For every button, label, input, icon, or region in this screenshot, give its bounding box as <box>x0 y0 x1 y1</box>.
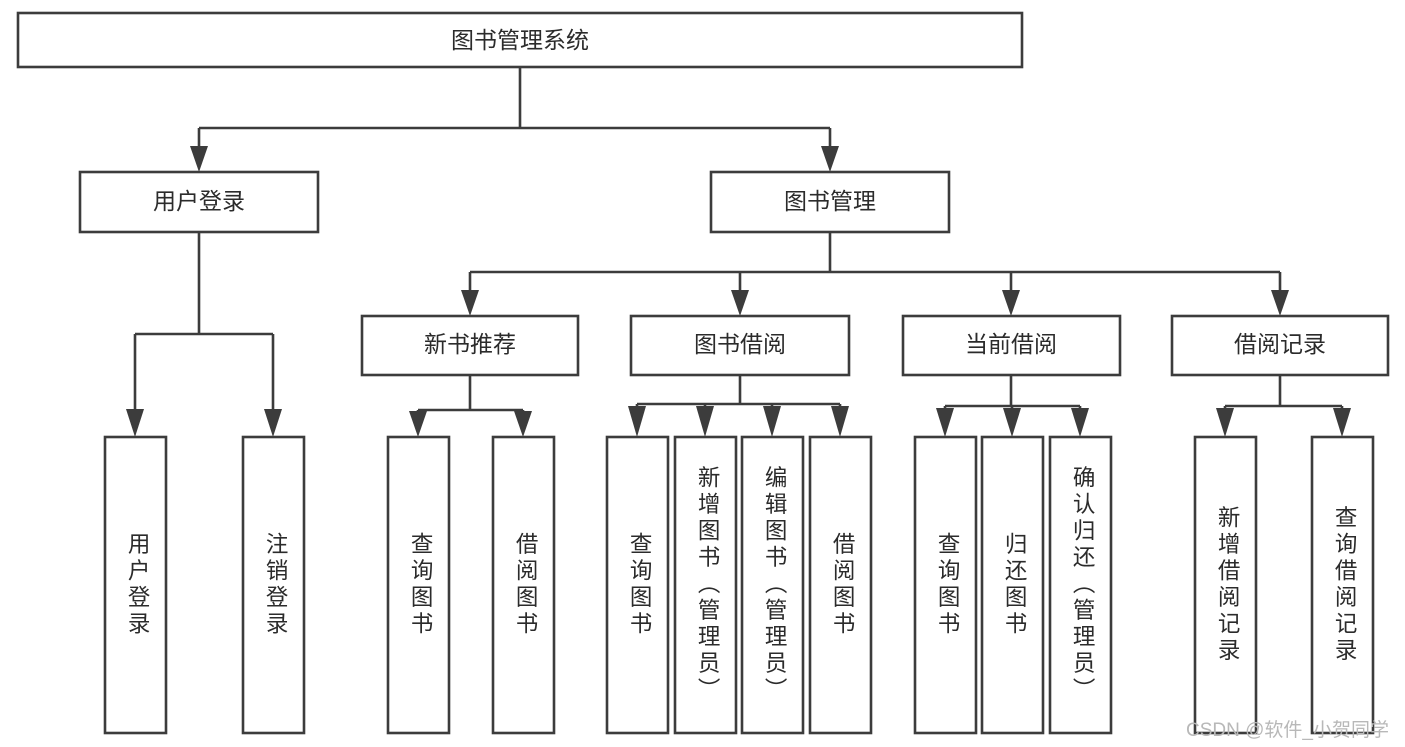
node-leaf-query-book-1-label: 查询图书 <box>408 532 433 638</box>
node-leaf-return-book-label: 归还图书 <box>1002 532 1027 638</box>
node-leaf-query-book-1-box[interactable] <box>386 435 451 735</box>
node-borrow-record[interactable]: 借阅记录 <box>1170 314 1390 377</box>
arrow-head-leaf-add-record <box>1216 408 1234 437</box>
node-leaf-confirm-return[interactable]: 确认归还（管理员） <box>1048 435 1113 735</box>
node-root-box[interactable] <box>16 11 1024 69</box>
arrow-head-leaf-add-book <box>696 406 714 437</box>
node-book-borrow-label: 图书借阅 <box>694 331 786 357</box>
node-new-book-recommend-label: 新书推荐 <box>424 331 516 357</box>
connector-group-book-manage <box>461 232 1289 316</box>
arrow-head-borrow-record <box>1271 290 1289 316</box>
node-book-manage-box[interactable] <box>709 170 951 234</box>
node-leaf-query-book-3[interactable]: 查询图书 <box>913 435 978 735</box>
node-leaf-user-login[interactable]: 用户登录 <box>103 435 168 735</box>
arrow-head-leaf-query-record <box>1333 408 1351 437</box>
node-leaf-add-book-box[interactable] <box>673 435 738 735</box>
node-leaf-borrow-book-1[interactable]: 借阅图书 <box>491 435 556 735</box>
node-leaf-add-record-label: 新增借阅记录 <box>1215 505 1240 664</box>
node-leaf-borrow-book-2-label: 借阅图书 <box>830 532 855 638</box>
arrow-head-leaf-query-book-2 <box>628 406 646 437</box>
arrow-head-leaf-query-book-3 <box>936 408 954 437</box>
connector-group-new-book-recommend <box>409 375 532 437</box>
node-new-book-recommend-box[interactable] <box>360 314 580 377</box>
node-leaf-add-record-box[interactable] <box>1193 435 1258 735</box>
arrow-head-user-login <box>190 146 208 172</box>
node-leaf-user-login-label: 用户登录 <box>125 532 150 638</box>
connector-group-borrow-record <box>1216 375 1351 437</box>
node-leaf-query-book-2-label: 查询图书 <box>627 532 652 638</box>
node-user-login-label: 用户登录 <box>153 188 245 214</box>
arrow-head-leaf-user-login <box>126 409 144 437</box>
node-book-borrow-box[interactable] <box>629 314 851 377</box>
arrow-head-leaf-borrow-book-1 <box>514 411 532 437</box>
connector-group-root <box>190 67 839 172</box>
node-leaf-edit-book-label: 编辑图书（管理员） <box>762 466 787 705</box>
node-borrow-record-box[interactable] <box>1170 314 1390 377</box>
arrow-head-leaf-user-logout <box>264 409 282 437</box>
node-leaf-query-book-1[interactable]: 查询图书 <box>386 435 451 735</box>
node-leaf-user-logout-label: 注销登录 <box>263 532 288 638</box>
node-user-login[interactable]: 用户登录 <box>78 170 320 234</box>
node-leaf-borrow-book-1-label: 借阅图书 <box>513 532 538 638</box>
node-book-manage[interactable]: 图书管理 <box>709 170 951 234</box>
node-new-book-recommend[interactable]: 新书推荐 <box>360 314 580 377</box>
node-leaf-borrow-book-1-box[interactable] <box>491 435 556 735</box>
node-leaf-add-book[interactable]: 新增图书（管理员） <box>673 435 738 735</box>
arrow-head-book-borrow <box>731 290 749 316</box>
node-leaf-confirm-return-box[interactable] <box>1048 435 1113 735</box>
node-leaf-query-record-label: 查询借阅记录 <box>1332 505 1357 664</box>
node-leaf-add-book-label: 新增图书（管理员） <box>695 466 720 705</box>
arrow-head-leaf-edit-book <box>763 406 781 437</box>
arrow-head-book-manage <box>821 146 839 172</box>
connector-group-user-login <box>126 232 282 437</box>
node-leaf-query-record[interactable]: 查询借阅记录 <box>1310 435 1375 735</box>
arrow-head-current-borrow <box>1002 290 1020 316</box>
node-book-manage-label: 图书管理 <box>784 188 876 214</box>
node-user-login-box[interactable] <box>78 170 320 234</box>
node-current-borrow[interactable]: 当前借阅 <box>901 314 1122 377</box>
node-leaf-confirm-return-label: 确认归还（管理员） <box>1070 466 1095 705</box>
arrow-head-leaf-confirm-return <box>1071 408 1089 437</box>
node-borrow-record-label: 借阅记录 <box>1234 331 1326 357</box>
node-leaf-query-book-3-box[interactable] <box>913 435 978 735</box>
node-current-borrow-label: 当前借阅 <box>965 331 1057 357</box>
arrow-head-leaf-borrow-book-2 <box>831 406 849 437</box>
arrow-head-leaf-query-book-1 <box>409 411 427 437</box>
node-leaf-query-book-3-label: 查询图书 <box>935 532 960 638</box>
node-leaf-query-book-2[interactable]: 查询图书 <box>605 435 670 735</box>
node-leaf-query-book-2-box[interactable] <box>605 435 670 735</box>
node-leaf-borrow-book-2-box[interactable] <box>808 435 873 735</box>
node-book-borrow[interactable]: 图书借阅 <box>629 314 851 377</box>
node-leaf-user-logout[interactable]: 注销登录 <box>241 435 306 735</box>
node-leaf-query-record-box[interactable] <box>1310 435 1375 735</box>
node-root-label: 图书管理系统 <box>451 27 589 53</box>
arrow-head-new-book-recommend <box>461 290 479 316</box>
node-leaf-user-login-box[interactable] <box>103 435 168 735</box>
node-leaf-edit-book[interactable]: 编辑图书（管理员） <box>740 435 805 735</box>
connector-group-book-borrow <box>628 375 849 437</box>
node-current-borrow-box[interactable] <box>901 314 1122 377</box>
node-leaf-add-record[interactable]: 新增借阅记录 <box>1193 435 1258 735</box>
connector-group-current-borrow <box>936 375 1089 437</box>
node-leaf-return-book-box[interactable] <box>980 435 1045 735</box>
node-leaf-edit-book-box[interactable] <box>740 435 805 735</box>
node-root[interactable]: 图书管理系统 <box>16 11 1024 69</box>
arrow-head-leaf-return-book <box>1003 408 1021 437</box>
node-leaf-borrow-book-2[interactable]: 借阅图书 <box>808 435 873 735</box>
node-leaf-user-logout-box[interactable] <box>241 435 306 735</box>
node-leaf-return-book[interactable]: 归还图书 <box>980 435 1045 735</box>
